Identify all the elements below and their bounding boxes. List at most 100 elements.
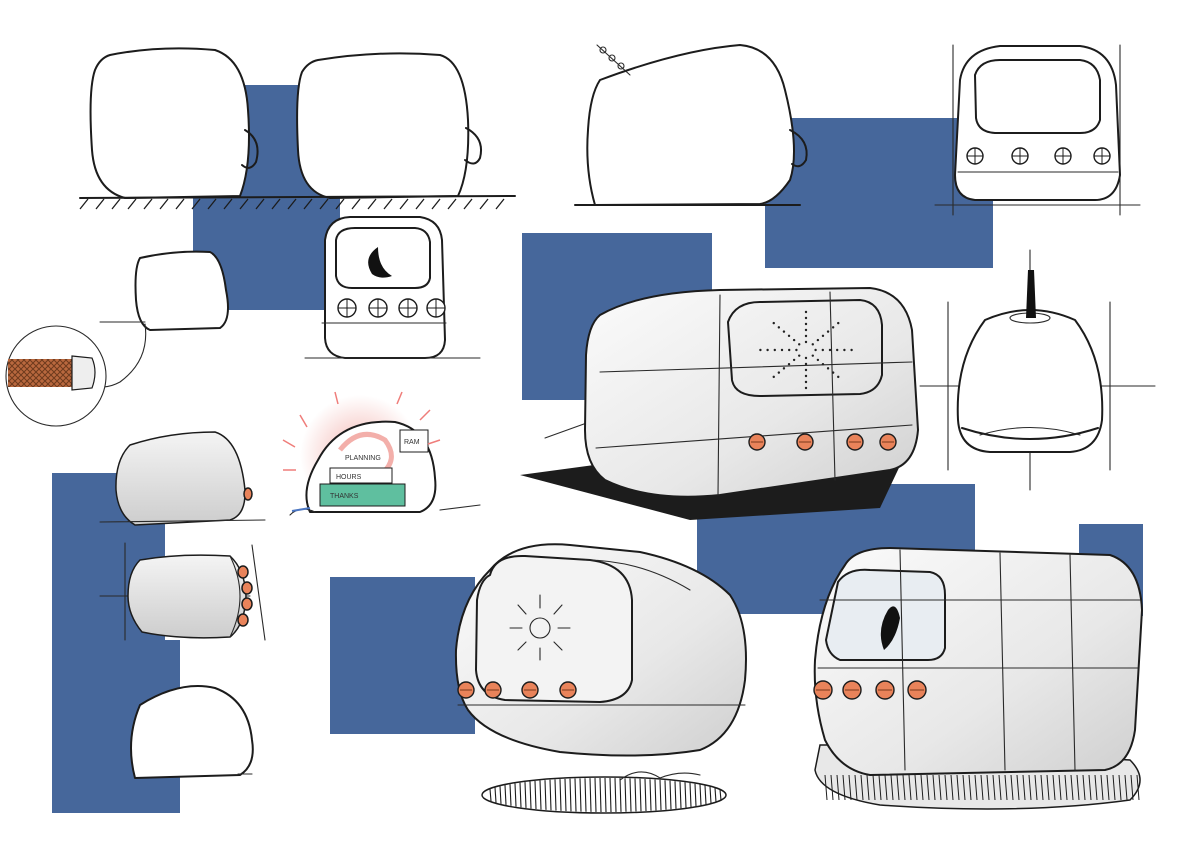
shadow-hatch-mark [524,782,527,808]
shadow-hatch-mark [654,779,657,811]
shadow-hatch-mark [1088,774,1092,801]
screen-dot [782,367,786,370]
screen-dot [804,362,808,366]
shadow-hatch-mark [926,774,930,801]
screen-dot [798,343,801,346]
shadow-hatch-mark [824,774,828,801]
shadow-hatch-mark [836,774,840,801]
shadow-hatch-mark [704,785,707,805]
side-profile-sketch-2 [296,52,482,199]
shadow-hatch-mark [554,779,557,811]
boxy-render-feather [813,546,1144,810]
shadow-hatch-mark [1010,774,1014,801]
ground-hatch-mark [223,198,233,210]
shadow-hatch-mark [594,778,597,812]
shadow-hatch-mark [1040,774,1044,801]
shadow-hatch-mark [694,783,697,807]
shadow-hatch-mark [709,786,712,804]
shadow-hatch-mark [1004,774,1008,801]
shadow-hatch-mark [579,778,582,812]
screen-dot [804,380,808,384]
shadow-hatch-mark [619,778,622,812]
screen-dot [821,362,825,366]
shadow-hatch-mark [854,774,858,801]
screen-dot [814,348,817,352]
shadow-hatch-mark [830,774,834,801]
ground-hatch-mark [127,198,137,210]
shadow-hatch-mark [950,774,954,801]
screen-dot [788,348,791,352]
shadow-hatch-mark [842,774,846,801]
screen-dot [811,343,814,346]
shadow-hatch-mark [659,779,662,811]
ground-hatch-mark [175,198,185,210]
shadow-hatch-mark [1028,774,1032,801]
screen-dot [773,348,776,352]
shadow-hatch-mark [1082,774,1086,801]
screen-dot [804,386,808,390]
shadow-hatch-mark [549,779,552,811]
screen-dot [798,354,801,357]
ground-hatch-mark [335,198,345,210]
shadow-hatch-mark [514,783,517,807]
ground-hatch-mark [95,198,105,210]
ground-hatch-mark [255,198,265,210]
front-view-knobs [934,44,1141,216]
doodle-label-side: RAM [404,439,420,446]
shadow-hatch-mark [866,774,870,801]
shadow-hatch-mark [980,774,984,801]
screen-dot [837,321,840,325]
screen-dot [804,322,808,326]
screen-dot [759,348,762,352]
doodle-label-bottom: PLANNING [345,455,381,462]
shadow-hatch-mark [1070,774,1074,801]
shadow-hatch-mark [902,774,906,801]
shadow-hatch-mark [986,774,990,801]
shadow-hatch-mark [1058,774,1062,801]
ground-hatch-mark [367,198,377,210]
shadow-hatch-mark [920,774,924,801]
perspective-render-large [520,287,919,520]
ground-hatch-mark [79,198,89,210]
shadow-hatch-mark [974,774,978,801]
shadow-hatch-mark [1130,774,1134,801]
shadow-hatch-mark [1106,774,1110,801]
ground-hatch-mark [111,198,121,210]
ground-hatch-mark [271,198,281,210]
shadow-hatch-mark [589,778,592,812]
shadow-hatch-mark [896,774,900,801]
screen-dot [804,310,808,314]
shadow-hatch-mark [1100,774,1104,801]
shadow-hatch-mark [1046,774,1050,801]
shadow-hatch-mark [624,778,627,812]
shadow-hatch-mark [644,778,647,812]
shadow-hatch-mark [908,774,912,801]
cable-detail-circle [5,325,107,427]
blue-block [765,118,993,268]
ground-hatch-mark [415,198,425,210]
shadow-hatch-mark [649,779,652,811]
top-view-sketch [99,542,266,641]
ground-hatch-mark [207,198,217,210]
shadow-hatch-mark [890,774,894,801]
ground-hatch-mark [431,198,441,210]
shadow-hatch-mark [968,774,972,801]
doodle-device-books: HOURS THANKS RAM PLANNING [282,391,481,516]
blob-outline-sketch [130,685,254,779]
front-view-moon [304,216,481,359]
shadow-hatch-mark [1094,774,1098,801]
screen-dot [816,338,820,342]
shadow-hatch-mark [639,778,642,812]
ground-hatch-mark [159,198,169,210]
shadow-hatch-mark [679,781,682,809]
shadow-hatch-mark [872,774,876,801]
screen-dot [777,371,781,374]
shadow-hatch-mark [669,780,672,810]
shadow-hatch-mark [1118,774,1122,801]
shadow-hatch-mark [1052,774,1056,801]
shadow-hatch-mark [614,778,617,812]
screen-dot [782,330,786,333]
small-cube-sketch [94,250,229,388]
shadow-hatch-mark [944,774,948,801]
